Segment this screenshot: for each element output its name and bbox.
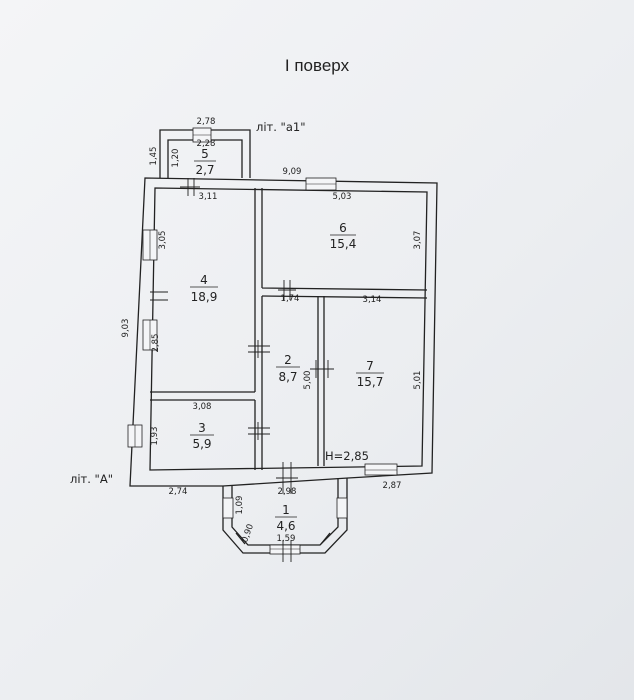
room-6-area: 15,4 [330, 237, 357, 251]
label-lit-a: літ. "А" [70, 472, 113, 486]
dim-label: 1,93 [150, 427, 160, 446]
partition-walls [254, 188, 428, 392]
room-2-area: 8,7 [278, 370, 297, 384]
dim-label: 9,09 [283, 167, 302, 177]
room-5-number: 5 [201, 147, 209, 161]
window [269, 544, 301, 555]
dim-label: 5,00 [303, 371, 313, 390]
inner-wall [149, 187, 428, 471]
page-title: І поверх [284, 56, 350, 75]
dim-label: 3,07 [413, 231, 423, 250]
window [336, 497, 348, 519]
dim-label: 3,05 [158, 231, 168, 250]
dim-label: 0,90 [240, 523, 256, 544]
dim-label: 2,74 [169, 487, 188, 497]
partition-walls-2 [261, 296, 325, 470]
outer-wall [129, 177, 438, 487]
window [364, 463, 398, 476]
room-2-number: 2 [284, 353, 292, 367]
room-4-area: 18,9 [191, 290, 218, 304]
dim-label: 9,03 [121, 319, 131, 338]
dim-label: 1,45 [149, 147, 159, 166]
dim-label: 1,20 [171, 149, 181, 168]
dim-label: 2,85 [151, 334, 161, 353]
dim-label: 3,14 [363, 295, 382, 305]
room-1-area: 4,6 [276, 519, 295, 533]
dim-label: 3,08 [193, 402, 212, 412]
room-7-number: 7 [366, 359, 374, 373]
room-1-number: 1 [282, 503, 290, 517]
dim-label: 2,87 [383, 481, 402, 491]
dim-label: 1,09 [235, 496, 245, 515]
room-6-number: 6 [339, 221, 347, 235]
room-3-number: 3 [198, 421, 206, 435]
dim-label: 2,78 [197, 117, 216, 127]
window [222, 497, 234, 519]
dim-label: 1,59 [277, 534, 296, 544]
label-lit-a1: літ. "а1" [256, 120, 306, 134]
partition-walls-3 [150, 391, 256, 470]
dim-label: 5,03 [333, 192, 352, 202]
dim-label: 2,98 [278, 487, 297, 497]
dim-label: 2,28 [197, 139, 216, 149]
bay-corner-marks [235, 532, 331, 545]
dim-label: 5,01 [413, 371, 423, 390]
room-4-number: 4 [200, 273, 208, 287]
dim-label: 3,11 [199, 192, 218, 202]
label-height: H=2,85 [325, 449, 369, 463]
room-3-area: 5,9 [192, 437, 211, 451]
room-5-area: 2,7 [195, 163, 214, 177]
dim-label: 1,74 [281, 294, 300, 304]
room-7-area: 15,7 [357, 375, 384, 389]
